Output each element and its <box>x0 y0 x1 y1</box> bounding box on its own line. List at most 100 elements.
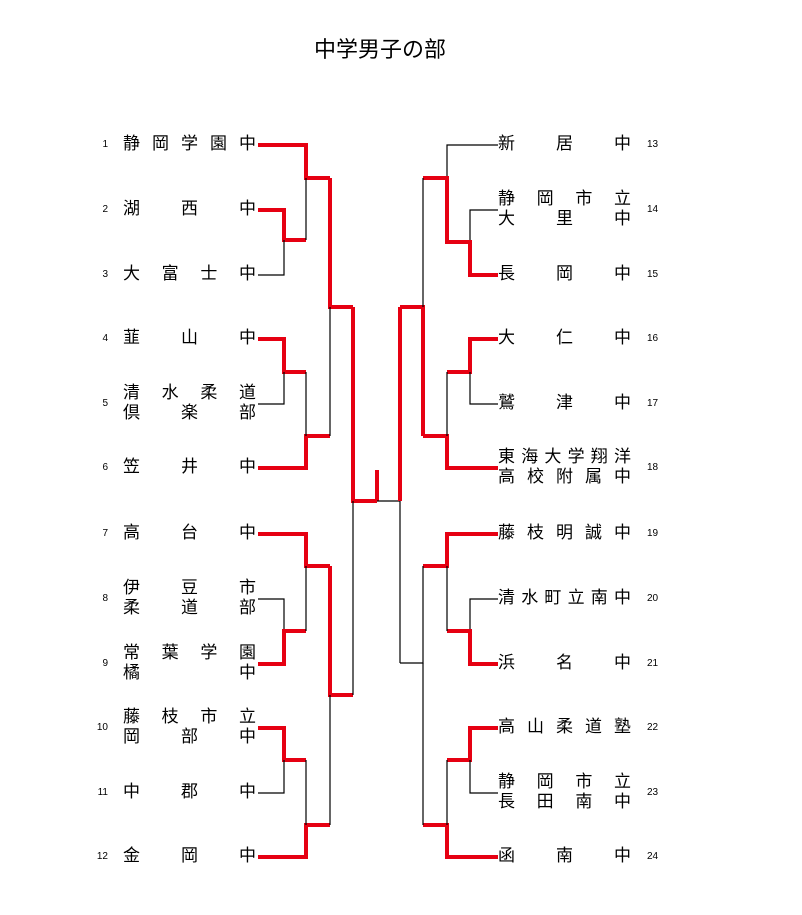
team-name-glyph: 大 <box>123 264 140 284</box>
team-entry: 長岡中 <box>498 264 631 284</box>
team-name-glyph: 士 <box>200 264 218 284</box>
team-name-line: 常葉学園 <box>123 643 256 663</box>
team-name-line: 伊豆市 <box>123 578 256 598</box>
team-name-glyph: 柔 <box>200 383 218 403</box>
team-name-glyph: 道 <box>585 717 602 737</box>
team-name-glyph: 中 <box>239 199 256 219</box>
team-entry: 清水柔道倶楽部 <box>123 383 256 423</box>
team-entry: 大仁中 <box>498 328 631 348</box>
team-entry: 高台中 <box>123 523 256 543</box>
team-name-line: 湖西中 <box>123 199 256 219</box>
team-name-glyph: 長 <box>498 792 515 812</box>
team-entry: 大富士中 <box>123 264 256 284</box>
seed-number: 6 <box>102 462 108 473</box>
seed-number: 19 <box>647 528 659 539</box>
team-name-glyph: 台 <box>181 523 198 543</box>
team-name-line: 高山柔道塾 <box>498 717 631 737</box>
seed-number: 8 <box>102 593 108 604</box>
team-entry: 東海大学翔洋高校附属中 <box>498 447 631 487</box>
bracket-line <box>447 726 498 762</box>
team-name-glyph: 中 <box>239 134 256 154</box>
team-name-glyph: 洋 <box>613 447 631 467</box>
team-name-glyph: 清 <box>498 588 515 608</box>
team-name-glyph: 新 <box>498 134 515 154</box>
team-name-line: 東海大学翔洋 <box>498 447 631 467</box>
team-name-glyph: 塾 <box>614 717 631 737</box>
team-name-glyph: 湖 <box>123 199 140 219</box>
team-name-glyph: 中 <box>239 663 256 683</box>
bracket-line <box>400 305 425 436</box>
team-name-glyph: 中 <box>614 393 631 413</box>
bracket-line <box>258 726 306 762</box>
team-name-glyph: 高 <box>123 523 140 543</box>
team-entry: 高山柔道塾 <box>498 717 631 737</box>
seed-number: 15 <box>647 269 659 280</box>
bracket-line <box>447 598 498 632</box>
bracket-line <box>447 337 498 374</box>
team-name-glyph: 誠 <box>585 523 602 543</box>
seed-number: 22 <box>647 722 659 733</box>
seed-number: 17 <box>647 398 659 409</box>
team-name-glyph: 岡 <box>152 134 169 154</box>
team-name-glyph: 中 <box>239 846 256 866</box>
team-entry: 韮山中 <box>123 328 256 348</box>
seed-number: 4 <box>102 333 108 344</box>
team-name-glyph: 枝 <box>161 707 179 727</box>
bracket-line <box>328 178 353 309</box>
team-name-line: 浜名中 <box>498 653 631 673</box>
team-name-glyph: 部 <box>181 727 198 747</box>
team-entry: 常葉学園橘 中 <box>123 643 256 683</box>
seed-number: 10 <box>96 722 108 733</box>
team-name-glyph: 山 <box>527 717 544 737</box>
team-name-line: 柔道部 <box>123 598 256 618</box>
bracket-line <box>423 532 498 568</box>
team-name-glyph: 立 <box>238 707 256 727</box>
team-name-glyph: 東 <box>498 447 515 467</box>
team-name-glyph: 立 <box>567 588 585 608</box>
team-name-glyph: 園 <box>210 134 227 154</box>
bracket-line <box>423 176 498 277</box>
team-name-glyph: 翔 <box>590 447 608 467</box>
team-name-glyph: 伊 <box>123 578 140 598</box>
team-name-glyph: 海 <box>521 447 539 467</box>
team-name-glyph: 中 <box>239 328 256 348</box>
bracket-line <box>258 208 306 242</box>
team-name-glyph: 楽 <box>181 403 198 423</box>
team-entry: 金岡中 <box>123 846 256 866</box>
bracket-line <box>258 760 285 794</box>
team-name-glyph: 園 <box>238 643 256 663</box>
team-name-glyph: 藤 <box>123 707 140 727</box>
bracket-line <box>469 372 498 405</box>
bracket-line <box>423 434 498 470</box>
team-name-line: 岡部中 <box>123 727 256 747</box>
team-name-glyph: 橘 <box>123 663 140 683</box>
team-name-glyph: 中 <box>123 782 140 802</box>
seed-number: 24 <box>647 851 659 862</box>
team-name-line: 倶楽部 <box>123 403 256 423</box>
team-name-glyph: 中 <box>614 846 631 866</box>
bracket-line <box>258 598 306 632</box>
team-name-glyph: 中 <box>614 523 631 543</box>
bracket-line <box>258 823 330 859</box>
bracket-line <box>258 240 285 276</box>
team-name-line: 韮山中 <box>123 328 256 348</box>
team-name-glyph: 名 <box>556 653 573 673</box>
team-name-line: 新居中 <box>498 134 631 154</box>
team-name-glyph: 市 <box>575 772 593 792</box>
bracket-line <box>258 143 330 180</box>
team-name-glyph: 高 <box>498 467 515 487</box>
team-name-glyph: 学 <box>567 447 585 467</box>
team-name-glyph: 中 <box>614 209 631 229</box>
team-name-glyph: 水 <box>521 588 539 608</box>
team-name-glyph: 校 <box>527 467 544 487</box>
bracket-line <box>351 307 377 503</box>
team-name-glyph: 笠 <box>123 457 140 477</box>
bracket-line <box>423 823 498 859</box>
team-name-line: 静岡学園中 <box>123 134 256 154</box>
team-name-line: 高台中 <box>123 523 256 543</box>
team-name-line: 中郡中 <box>123 782 256 802</box>
team-name-glyph: 中 <box>614 467 631 487</box>
team-name-glyph: 里 <box>556 209 573 229</box>
team-name-glyph: 大 <box>544 447 562 467</box>
team-name-glyph: 静 <box>123 134 140 154</box>
